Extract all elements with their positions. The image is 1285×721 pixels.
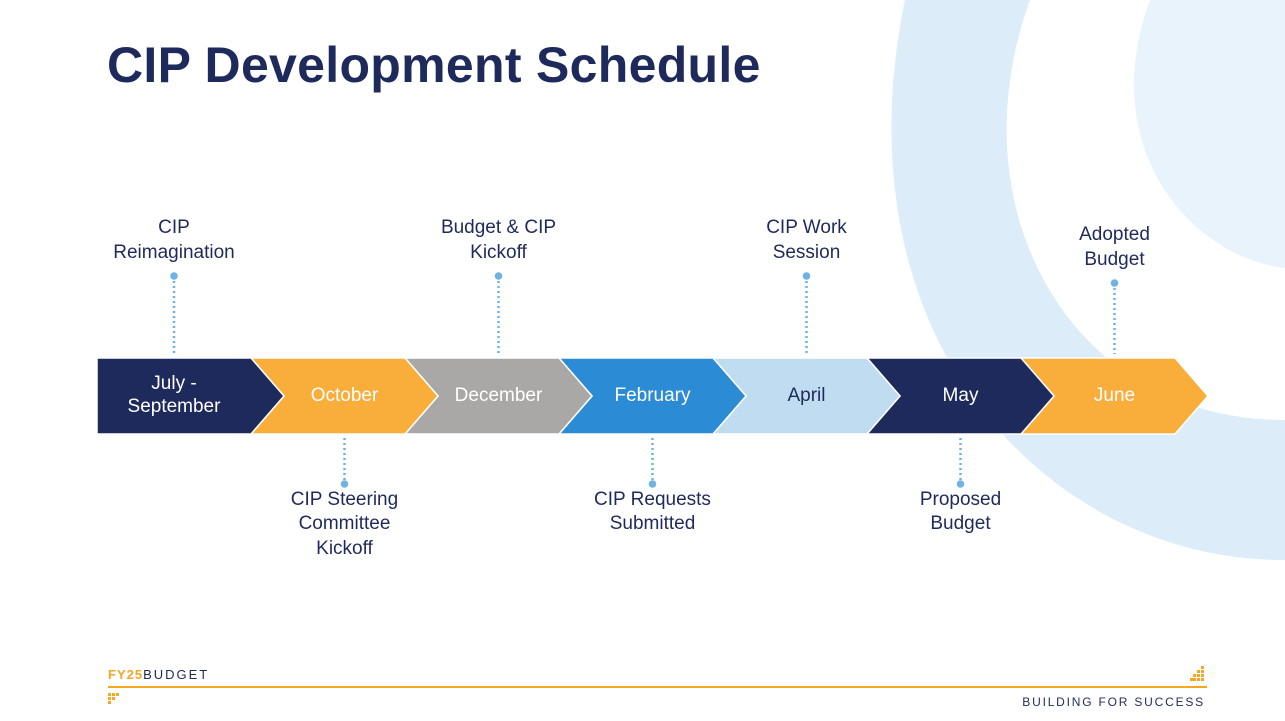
milestone-dot bbox=[648, 480, 657, 488]
milestone-label: Adopted Budget bbox=[1079, 224, 1150, 270]
milestone-label: Proposed Budget bbox=[919, 489, 1002, 535]
milestone-dot bbox=[802, 272, 811, 280]
milestone-dot bbox=[1110, 279, 1119, 287]
milestone-label: CIP Work Session bbox=[766, 217, 847, 263]
timeline-stage-label: May bbox=[942, 384, 979, 406]
brand-budget: BUDGET bbox=[143, 667, 210, 682]
footer-tagline: BUILDING FOR SUCCESS bbox=[1022, 695, 1205, 709]
footer-brand: FY25BUDGET bbox=[108, 667, 209, 682]
brand-fy: FY25 bbox=[108, 667, 144, 682]
timeline-stage-label: February bbox=[614, 384, 691, 406]
milestone-label: Budget & CIP Kickoff bbox=[440, 217, 557, 263]
timeline-stage-label: October bbox=[310, 384, 379, 406]
milestone-dot bbox=[340, 480, 349, 488]
milestone-dot bbox=[494, 272, 503, 280]
timeline-stage-label: June bbox=[1093, 384, 1136, 406]
timeline-stage-0 bbox=[96, 357, 285, 435]
footer-divider bbox=[108, 686, 1207, 688]
brand-logo: FY25BUDGET bbox=[108, 667, 209, 682]
milestone-dot bbox=[956, 480, 965, 488]
brand-dots-icon bbox=[108, 693, 119, 704]
milestone-dot bbox=[170, 272, 178, 280]
milestone-label: CIP Steering Committee Kickoff bbox=[290, 489, 399, 559]
growth-dots-icon bbox=[1190, 666, 1204, 681]
milestone-label: CIP Requests Submitted bbox=[594, 489, 711, 535]
milestone-label: CIP Reimagination bbox=[113, 217, 235, 263]
timeline-stage-label: July - September bbox=[127, 373, 221, 417]
timeline-stage-label: December bbox=[454, 384, 543, 406]
timeline-stage-label: April bbox=[787, 384, 826, 406]
slide-title: CIP Development Schedule bbox=[107, 37, 761, 93]
